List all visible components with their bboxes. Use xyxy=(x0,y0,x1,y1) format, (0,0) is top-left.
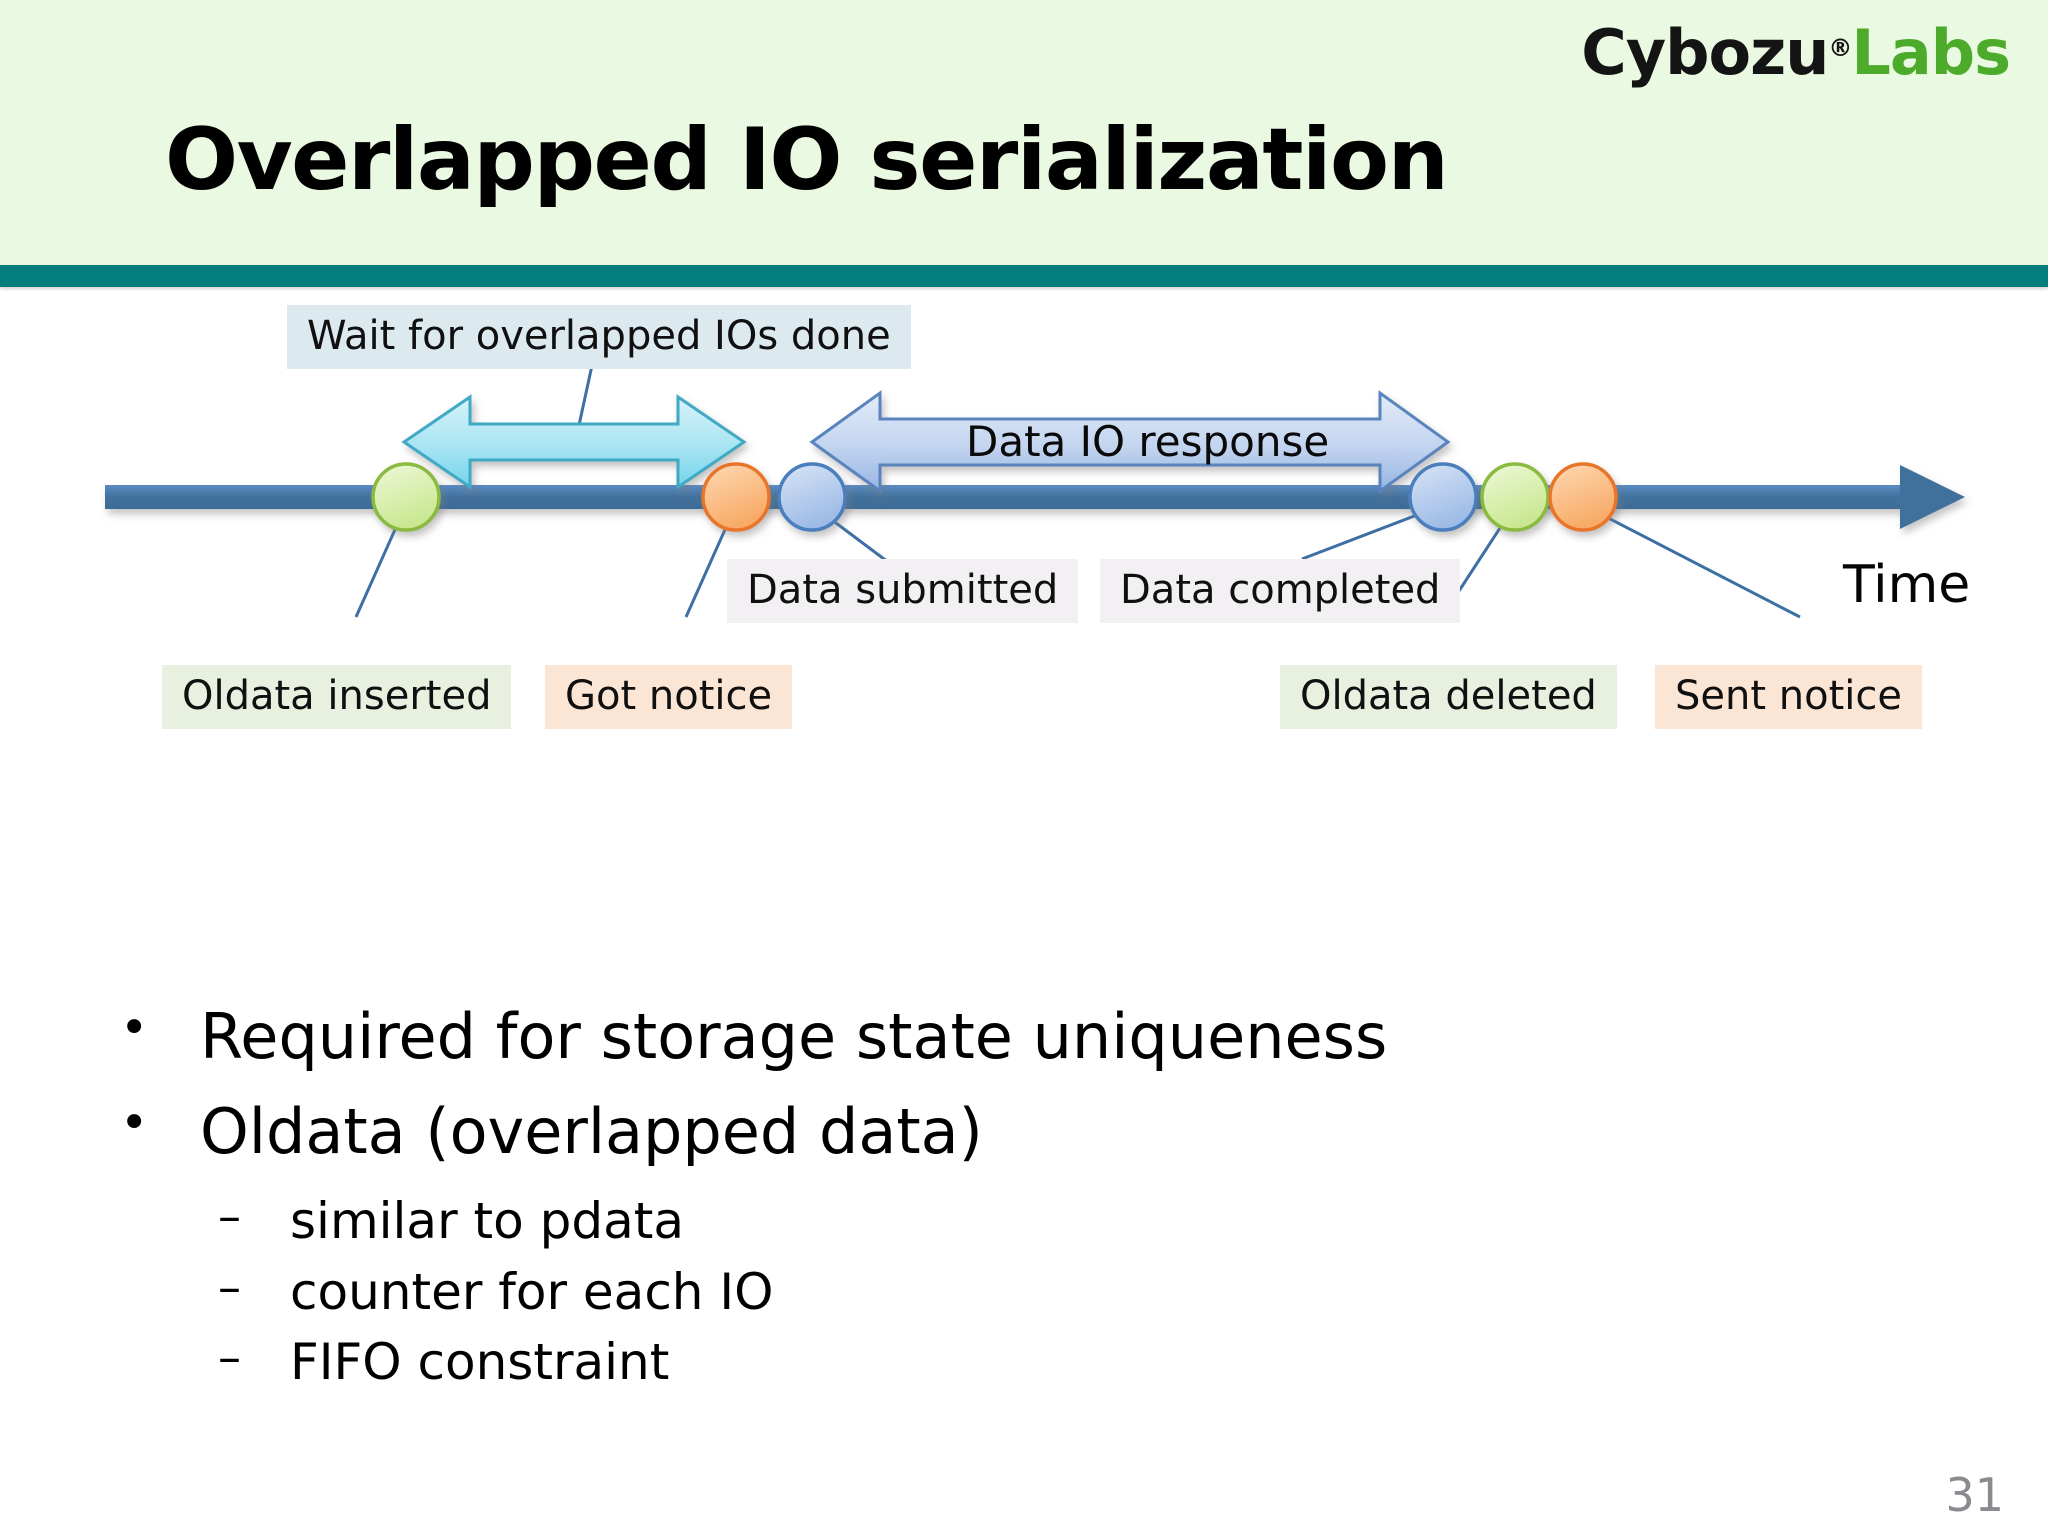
bullet-item-1: • Required for storage state uniqueness xyxy=(0,1000,2048,1073)
sub-bullet-text: counter for each IO xyxy=(290,1262,774,1321)
bullet-text: Oldata (overlapped data) xyxy=(200,1095,983,1169)
data-io-response-arrow-label: Data IO response xyxy=(966,417,1330,466)
sub-bullet-text: FIFO constraint xyxy=(290,1333,670,1392)
bullet-text: Required for storage state uniqueness xyxy=(200,1000,1388,1073)
data-io-response-arrow xyxy=(809,390,1451,494)
bullet-marker: • xyxy=(120,1000,149,1056)
callout-oldata-inserted: Oldata inserted xyxy=(162,665,512,729)
got-notice-marker xyxy=(701,462,771,532)
oldata-deleted-marker xyxy=(1480,462,1550,532)
sub-bullet-item-3: – FIFO constraint xyxy=(0,1330,2048,1394)
data-submitted-marker xyxy=(777,462,847,532)
callout-wait-overlapped: Wait for overlapped IOs done xyxy=(287,305,911,369)
callout-oldata-deleted: Oldata deleted xyxy=(1280,665,1617,729)
page-number: 31 xyxy=(1945,1468,2004,1522)
sent-notice-marker xyxy=(1548,462,1618,532)
oldata-inserted-marker xyxy=(371,462,441,532)
timeline-diagram: Data IO response Wait for overlapped IOs… xyxy=(0,287,2048,927)
logo-suffix-text: Labs xyxy=(1851,16,2011,89)
registered-trademark-icon: ® xyxy=(1828,34,1852,62)
event-markers xyxy=(371,462,1618,532)
sub-bullet-marker: – xyxy=(218,1259,241,1314)
sub-bullet-marker: – xyxy=(218,1330,241,1385)
callout-sent-notice: Sent notice xyxy=(1655,665,1922,729)
time-axis-label: Time xyxy=(1843,555,1971,615)
sub-bullet-item-1: – similar to pdata xyxy=(0,1189,2048,1253)
logo-brand-text: Cybozu xyxy=(1581,16,1829,89)
bullet-marker: • xyxy=(120,1095,149,1152)
slide-header xyxy=(0,0,2048,265)
sub-bullet-marker: – xyxy=(218,1189,241,1244)
bullet-list: • Required for storage state uniqueness … xyxy=(0,1000,2048,1402)
page-title: Overlapped IO serialization xyxy=(165,110,1449,210)
sub-bullet-item-2: – counter for each IO xyxy=(0,1259,2048,1324)
header-accent-bar xyxy=(0,265,2048,287)
bullet-item-2: • Oldata (overlapped data) xyxy=(0,1095,2048,1168)
wait-overlapped-arrow xyxy=(401,394,747,490)
sub-bullet-text: similar to pdata xyxy=(290,1192,684,1251)
callout-data-submitted: Data submitted xyxy=(727,559,1079,623)
cybozu-labs-logo: Cybozu®Labs xyxy=(1581,22,2011,84)
timeline-graphics xyxy=(105,346,1965,619)
callout-data-completed: Data completed xyxy=(1100,559,1461,623)
callout-got-notice: Got notice xyxy=(545,665,793,729)
data-completed-marker xyxy=(1408,462,1478,532)
